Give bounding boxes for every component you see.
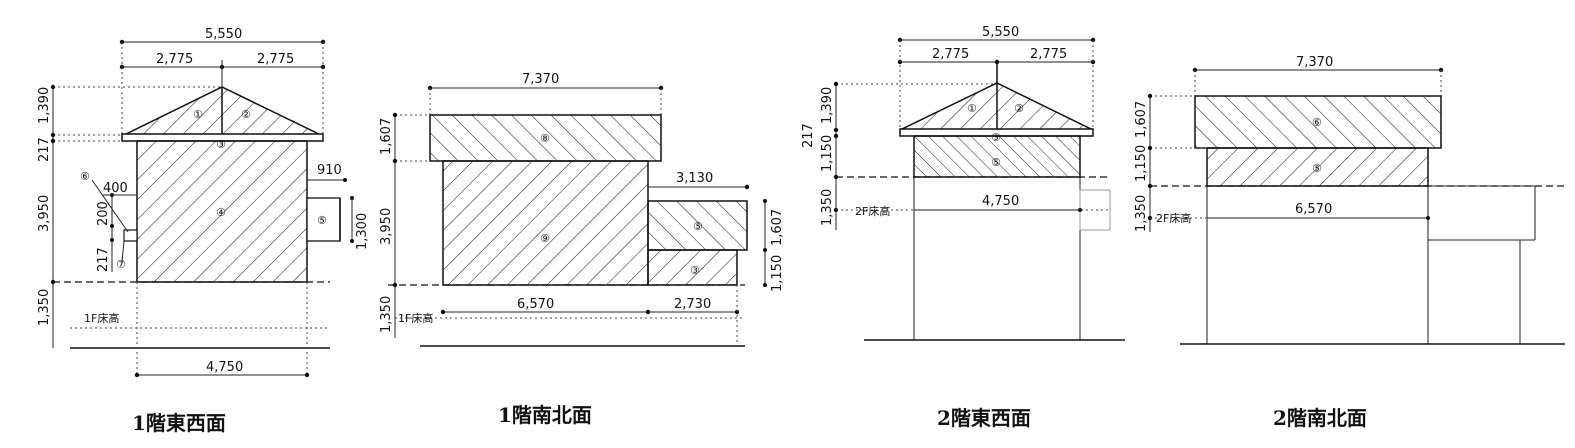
mark-annex-a: ⑤ (693, 220, 703, 233)
mark-4: ④ (216, 206, 226, 219)
dim-1350-2f: 1,350 (820, 189, 835, 226)
dim-4750: 4,750 (206, 360, 243, 375)
dim-half-2775-right-2f: 2,775 (1030, 47, 1067, 62)
dim-floor-1350: 1,350 (37, 289, 52, 326)
mark-2f-5: ⑤ (991, 156, 1001, 169)
label-2f-floor-height: 2F床高 (855, 204, 890, 218)
dim-7370-2f: 7,370 (1296, 55, 1333, 70)
mark-2f-2: ② (1014, 102, 1024, 115)
caption-2f-east-west: 2階東西面 (937, 406, 1031, 430)
dim-1350-2f-sn: 1,350 (1134, 195, 1149, 232)
dim-wall-1150-2f: 1,150 (820, 135, 835, 172)
dim-1607-2f: 1,607 (1134, 101, 1149, 138)
drawing-1f-east-west: 5,550 2,775 2,775 1,390 217 3,950 1,350 … (37, 27, 370, 435)
dim-width-5550: 5,550 (205, 27, 242, 42)
dim-eave-217: 217 (37, 137, 52, 162)
mark-2: ② (241, 108, 251, 121)
caption-2f-south-north: 2階南北面 (1273, 406, 1367, 430)
mark-7: ⑦ (116, 258, 126, 271)
label-1f-floor-height: 1F床高 (84, 311, 119, 325)
dim-3950-1f-sn: 3,950 (379, 208, 394, 245)
label-2f-floor-height-sn: 2F床高 (1156, 211, 1191, 225)
dim-half-2775-right: 2,775 (257, 52, 294, 67)
dim-half-2775-left-2f: 2,775 (932, 47, 969, 62)
mark-annex-b: ③ (690, 264, 700, 277)
mark-2f-3: ③ (991, 131, 1001, 144)
mark-3: ③ (216, 138, 226, 151)
dim-1150-2f-sn: 1,150 (1134, 145, 1149, 182)
dim-7370-1f: 7,370 (522, 72, 559, 87)
mark-2f-1: ① (967, 102, 977, 115)
dim-6570-2f: 6,570 (1295, 202, 1332, 217)
mark-5: ⑤ (317, 214, 327, 227)
label-1f-floor-height-sn: 1F床高 (398, 311, 433, 325)
dim-1607-1f: 1,607 (379, 118, 394, 155)
dim-6570-1f: 6,570 (517, 297, 554, 312)
dim-3130: 3,130 (676, 171, 713, 186)
dim-half-2775-left: 2,775 (156, 52, 193, 67)
dim-200: 200 (96, 201, 111, 226)
dim-2730: 2,730 (674, 297, 711, 312)
mark-9: ⑨ (540, 232, 550, 245)
mark-2f-sn-top: ⑥ (1312, 116, 1322, 129)
drawing-2f-east-west: 5,550 2,775 2,775 1,390 217 1,150 1,350 … (801, 25, 1125, 430)
caption-1f-east-west: 1階東西面 (132, 411, 226, 435)
dim-width-5550-2f: 5,550 (982, 25, 1019, 40)
dim-4750-2f: 4,750 (982, 194, 1019, 209)
dim-roof-1390-2f: 1,390 (820, 87, 835, 124)
mark-6: ⑥ (80, 170, 90, 183)
dim-217-small: 217 (96, 247, 111, 272)
dim-1300: 1,300 (355, 213, 370, 250)
dim-1350-1f-sn: 1,350 (379, 296, 394, 333)
dim-1607-annex: 1,607 (770, 209, 785, 246)
mark-8: ⑧ (540, 132, 550, 145)
dim-400: 400 (103, 181, 128, 196)
dim-150-annex: 1,150 (770, 255, 785, 292)
drawing-1f-south-north: 7,370 1,607 3,950 1,350 1F床高 3,130 1,607… (379, 72, 785, 427)
dim-910: 910 (317, 163, 342, 178)
caption-1f-south-north: 1階南北面 (498, 403, 592, 427)
dim-eave-217-2f: 217 (801, 123, 816, 148)
mark-1: ① (193, 108, 203, 121)
dim-wall-3950: 3,950 (37, 195, 52, 232)
drawing-2f-south-north: 7,370 1,607 1,150 1,350 2F床高 6,570 ⑥ ⑤ 2… (1134, 55, 1565, 430)
mark-2f-sn-mid: ⑤ (1312, 162, 1322, 175)
dim-roof-1390: 1,390 (37, 87, 52, 124)
